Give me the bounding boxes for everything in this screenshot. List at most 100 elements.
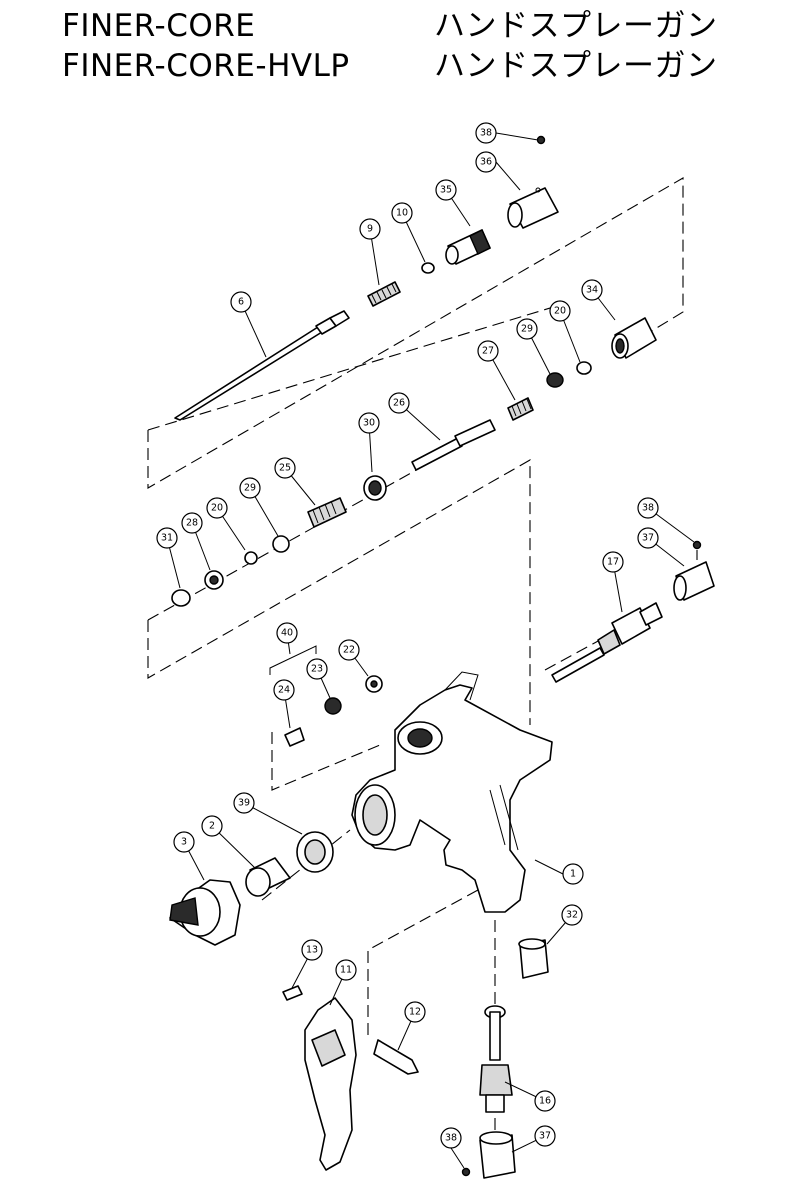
gun-body — [351, 671, 553, 913]
callout-38: 38 — [475, 122, 497, 144]
callout-number: 10 — [396, 208, 408, 219]
callout-circle — [274, 457, 296, 479]
trigger-pin-screw — [282, 985, 303, 1001]
fluid-needle — [174, 310, 350, 421]
cap-ring — [296, 831, 334, 873]
set-screw — [692, 540, 702, 550]
callout-number: 12 — [409, 1007, 421, 1018]
pattern-adjust-valve — [551, 602, 663, 683]
callout-number: 23 — [311, 664, 323, 675]
callout-17: 17 — [602, 551, 624, 573]
callout-28: 28 — [181, 512, 203, 534]
trigger-stud — [373, 1039, 419, 1075]
callout-number: 40 — [281, 628, 293, 639]
callout-12: 12 — [404, 1001, 426, 1023]
callout-circle — [206, 497, 228, 519]
callout-circle — [534, 1090, 556, 1112]
packing-seat — [204, 570, 224, 590]
callout-number: 27 — [482, 346, 494, 357]
callout-circle — [440, 1127, 462, 1149]
callout-number: 34 — [586, 285, 598, 296]
air-valve — [479, 1005, 513, 1113]
callout-circle — [276, 622, 298, 644]
callout-27: 27 — [477, 340, 499, 362]
callout-circle — [404, 1001, 426, 1023]
callout-circle — [201, 815, 223, 837]
packing — [272, 535, 290, 553]
callout-number: 38 — [642, 503, 654, 514]
callout-circle — [335, 959, 357, 981]
callout-circle — [173, 831, 195, 853]
callout-number: 3 — [181, 837, 187, 848]
callout-number: 38 — [445, 1133, 457, 1144]
needle-spring — [367, 281, 401, 307]
callout-circle — [516, 318, 538, 340]
valve-spring — [507, 397, 534, 421]
callout-number: 36 — [480, 157, 492, 168]
callout-3: 3 — [173, 831, 195, 853]
callout-number: 38 — [480, 128, 492, 139]
packing — [546, 372, 564, 388]
callout-6: 6 — [230, 291, 252, 313]
callout-number: 39 — [238, 798, 250, 809]
callout-circle — [301, 939, 323, 961]
adjust-knob — [673, 561, 715, 601]
callout-13: 13 — [301, 939, 323, 961]
fluid-nozzle — [245, 857, 291, 897]
callout-24: 24 — [273, 679, 295, 701]
callout-number: 30 — [363, 418, 375, 429]
o-ring — [576, 361, 592, 375]
callout-37: 37 — [534, 1125, 556, 1147]
callout-38: 38 — [440, 1127, 462, 1149]
o-ring — [171, 589, 191, 607]
callout-25: 25 — [274, 457, 296, 479]
callout-36: 36 — [475, 151, 497, 173]
callout-number: 29 — [244, 483, 256, 494]
needle-adjust-knob — [507, 187, 559, 229]
callout-number: 11 — [340, 965, 352, 976]
callout-circle — [637, 527, 659, 549]
callout-circle — [230, 291, 252, 313]
callout-number: 16 — [539, 1096, 551, 1107]
callout-number: 1 — [570, 869, 576, 880]
callout-number: 25 — [279, 463, 291, 474]
callout-circle — [306, 658, 328, 680]
callout-number: 17 — [607, 557, 619, 568]
callout-30: 30 — [358, 412, 380, 434]
callout-number: 24 — [278, 685, 290, 696]
callout-23: 23 — [306, 658, 328, 680]
model-name: FINER-CORE — [62, 8, 256, 44]
o-ring — [244, 551, 258, 565]
adjusting-sleeve — [445, 229, 491, 265]
callout-labels: 1236910111213161720202223242526272829293… — [156, 122, 659, 1149]
callout-circle — [562, 863, 584, 885]
callout-37: 37 — [637, 527, 659, 549]
nozzle-packing — [365, 675, 383, 693]
leader-lines — [166, 132, 695, 1169]
callout-circle — [156, 527, 178, 549]
callout-circle — [359, 218, 381, 240]
callout-number: 2 — [209, 821, 215, 832]
callout-32: 32 — [561, 904, 583, 926]
small-bushing — [421, 262, 435, 274]
callout-number: 31 — [161, 533, 173, 544]
air-valve-housing — [611, 317, 657, 359]
assembly-guide-lines — [147, 177, 698, 1140]
callout-number: 22 — [343, 645, 355, 656]
callout-circle — [475, 122, 497, 144]
packing-nut — [324, 697, 342, 715]
callout-circle — [581, 279, 603, 301]
callout-number: 37 — [642, 533, 654, 544]
callout-circle — [273, 679, 295, 701]
callout-1: 1 — [562, 863, 584, 885]
air-cap — [169, 879, 241, 946]
callout-number: 26 — [393, 398, 405, 409]
title-row-1: FINER-CORE ハンドスプレーガン — [62, 6, 762, 46]
callout-circle — [561, 904, 583, 926]
callout-39: 39 — [233, 792, 255, 814]
callout-26: 26 — [388, 392, 410, 414]
callout-20: 20 — [549, 300, 571, 322]
callout-29: 29 — [516, 318, 538, 340]
callout-number: 9 — [367, 224, 373, 235]
